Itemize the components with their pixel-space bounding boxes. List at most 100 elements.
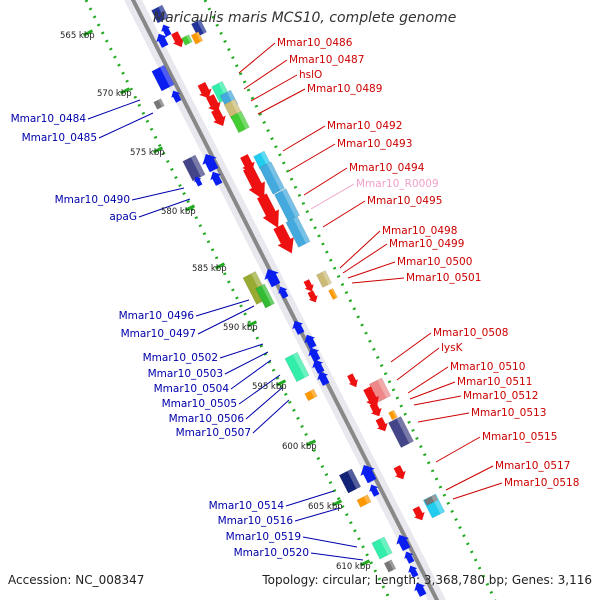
gene-bar: [230, 110, 250, 134]
leader-line: [303, 167, 348, 196]
gene-label-mmar10_0517[interactable]: Mmar10_0517: [495, 460, 570, 472]
gene-label-lysk[interactable]: lysK: [441, 342, 464, 354]
gene-label-mmar10_0498[interactable]: Mmar10_0498: [382, 225, 457, 237]
gene-bar: [316, 270, 332, 288]
gene-bar: [388, 409, 398, 421]
gene-label-mmar10_0487[interactable]: Mmar10_0487: [289, 54, 364, 66]
forward-gene-arrow: [393, 465, 406, 480]
gene-label-mmar10_0493[interactable]: Mmar10_0493: [337, 138, 412, 150]
forward-gene-arrow: [347, 373, 358, 388]
reverse-gene-arrow: [156, 33, 169, 48]
gene-label-mmar10_0494[interactable]: Mmar10_0494: [349, 162, 425, 174]
kbp-tick: [214, 262, 226, 270]
leader-line: [407, 366, 449, 394]
gene-label-mmar10_0490[interactable]: Mmar10_0490: [55, 194, 130, 206]
reverse-gene-arrow: [408, 565, 419, 578]
gene-bar: [190, 31, 204, 45]
kbp-label: 595 kbp: [252, 382, 287, 392]
gene-label-mmar10_0486[interactable]: Mmar10_0486: [277, 37, 353, 49]
leader-line: [252, 399, 290, 434]
gene-label-hslo[interactable]: hslO: [299, 69, 322, 81]
gene-label-mmar10_0500[interactable]: Mmar10_0500: [397, 256, 472, 268]
leader-line: [435, 436, 481, 463]
gene-label-mmar10_0516[interactable]: Mmar10_0516: [218, 515, 294, 527]
reverse-gene-arrow: [202, 153, 219, 173]
gene-label-mmar10_0489[interactable]: Mmar10_0489: [307, 83, 382, 95]
kbp-tick: [331, 499, 343, 507]
leader-line: [131, 187, 185, 201]
gene-label-mmar10_0506[interactable]: Mmar10_0506: [169, 413, 245, 425]
gene-label-mmar10_0499[interactable]: Mmar10_0499: [389, 238, 464, 250]
gene-label-mmar10_0505[interactable]: Mmar10_0505: [162, 398, 237, 410]
leader-line: [195, 299, 250, 317]
forward-gene-arrow: [243, 165, 265, 201]
kbp-tick: [152, 146, 164, 154]
forward-gene-arrow: [307, 290, 318, 303]
gene-bar: [284, 351, 310, 383]
forward-gene-arrow: [303, 279, 314, 292]
gene-bar: [356, 494, 372, 508]
leader-line: [250, 74, 298, 102]
forward-strand-track: [203, 0, 497, 600]
gene-label-mmar10_0513[interactable]: Mmar10_0513: [471, 407, 546, 419]
leader-line: [322, 200, 366, 228]
reverse-gene-arrow: [404, 551, 415, 564]
kbp-ticks: [82, 29, 371, 567]
reverse-gene-arrow: [312, 359, 325, 374]
kbp-label: 600 kbp: [282, 442, 317, 452]
gene-label-mmar10_0520[interactable]: Mmar10_0520: [234, 547, 309, 559]
leader-line: [409, 381, 456, 400]
gene-label-mmar10_0512[interactable]: Mmar10_0512: [463, 390, 538, 402]
gene-label-mmar10_0485[interactable]: Mmar10_0485: [22, 132, 97, 144]
leader-line: [452, 482, 503, 500]
gene-label-mmar10_0503[interactable]: Mmar10_0503: [148, 368, 223, 380]
gene-bar: [181, 34, 193, 46]
reverse-gene-arrow: [161, 24, 172, 37]
gene-label-mmar10_0504[interactable]: Mmar10_0504: [154, 383, 230, 395]
gene-bar: [191, 19, 207, 37]
leader-line: [390, 332, 432, 363]
gene-label-mmar10_0511[interactable]: Mmar10_0511: [457, 376, 532, 388]
genome-summary-text: Topology: circular; Length: 3,368,780 bp…: [262, 573, 592, 587]
gene-label-mmar10_0507[interactable]: Mmar10_0507: [176, 427, 251, 439]
leader-line: [87, 99, 141, 120]
gene-label-mmar10_0515[interactable]: Mmar10_0515: [482, 431, 557, 443]
gene-label-mmar10_0518[interactable]: Mmar10_0518: [504, 477, 579, 489]
kbp-tick: [275, 379, 287, 387]
gene-label-mmar10_0502[interactable]: Mmar10_0502: [143, 352, 218, 364]
leader-line: [413, 395, 462, 406]
reverse-gene-arrow: [414, 582, 427, 597]
reverse-gene-arrow: [278, 286, 289, 299]
gene-label-mmar10_0519[interactable]: Mmar10_0519: [226, 531, 301, 543]
gene-features: [151, 4, 446, 597]
gene-label-mmar10_0501[interactable]: Mmar10_0501: [406, 272, 481, 284]
leader-line: [243, 59, 288, 90]
gene-label-mmar10_0497[interactable]: Mmar10_0497: [121, 328, 196, 340]
gene-bar: [338, 468, 362, 494]
leader-line: [224, 351, 269, 375]
gene-bar: [328, 288, 338, 300]
gene-label-mmar10_0495[interactable]: Mmar10_0495: [367, 195, 442, 207]
leader-line: [282, 125, 326, 152]
kbp-tick: [246, 320, 258, 328]
gene-bar: [151, 4, 169, 24]
leader-line: [238, 42, 276, 74]
kbp-label: 590 kbp: [223, 323, 258, 333]
leader-line: [245, 386, 284, 420]
gene-bar: [423, 494, 439, 506]
gene-label-mmar10_0510[interactable]: Mmar10_0510: [450, 361, 525, 373]
kbp-tick: [119, 87, 131, 95]
reverse-gene-arrow: [292, 320, 305, 335]
gene-label-mmar10_0508[interactable]: Mmar10_0508: [433, 327, 508, 339]
reverse-gene-arrow: [396, 534, 411, 552]
gene-label-mmar10_0484[interactable]: Mmar10_0484: [11, 113, 87, 125]
gene-label-mmar10_0496[interactable]: Mmar10_0496: [119, 310, 195, 322]
accession-text: Accession: NC_008347: [8, 573, 145, 587]
gene-label-mmar10_r0009[interactable]: Mmar10_R0009: [356, 178, 439, 190]
gene-label-mmar10_0492[interactable]: Mmar10_0492: [327, 120, 402, 132]
leader-line: [288, 143, 336, 172]
gene-label-apag[interactable]: apaG: [109, 211, 137, 223]
gene-label-mmar10_0514[interactable]: Mmar10_0514: [209, 500, 285, 512]
forward-gene-arrow: [412, 506, 425, 521]
